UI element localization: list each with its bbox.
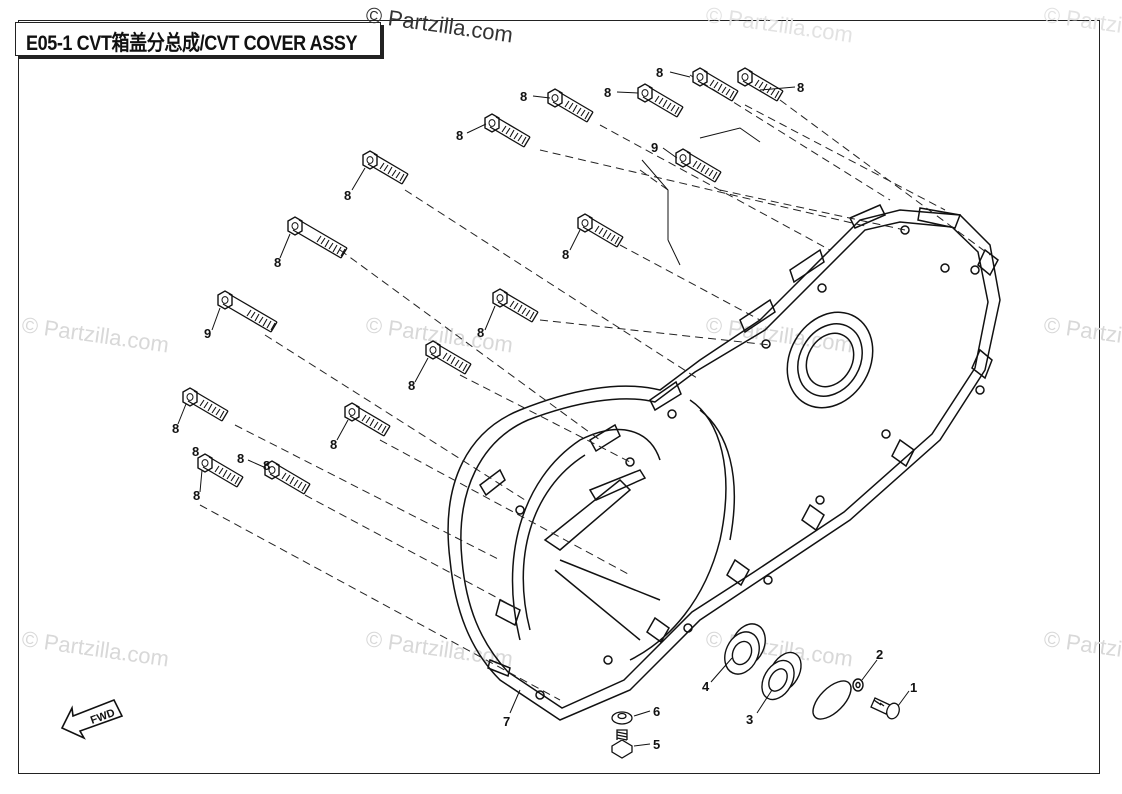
callout-label: 8 (520, 89, 527, 104)
callout-label: 8 (330, 437, 337, 452)
callout-label: 7 (503, 714, 510, 729)
callout-label: 8 (408, 378, 415, 393)
callout-label: 8 (604, 85, 611, 100)
callout-label: 6 (653, 704, 660, 719)
retaining-plate (812, 678, 864, 720)
fwd-arrow-icon: FWD (60, 698, 124, 740)
callout-label: 8 (456, 128, 463, 143)
assembly-leader-lines (199, 74, 991, 701)
callout-label: 5 (653, 737, 660, 752)
callout-label: 8 (172, 421, 179, 436)
drain-bolt (611, 729, 633, 759)
page-title: E05-1 CVT箱盖分总成/CVT COVER ASSY (26, 32, 358, 55)
callout-label: 9 (204, 326, 211, 341)
cvt-cover (447, 204, 1001, 721)
oil-seal (761, 651, 802, 701)
sealing-washer (611, 711, 633, 725)
diagram-frame (18, 20, 1100, 774)
callout-label: 8 (263, 458, 270, 473)
callout-label: 8 (237, 451, 244, 466)
callout-label: 8 (797, 80, 804, 95)
callout-label: 9 (651, 140, 658, 155)
callout-label: 4 (702, 679, 710, 694)
callout-label: 8 (477, 325, 484, 340)
callout-label: 8 (193, 488, 200, 503)
title-box: E05-1 CVT箱盖分总成/CVT COVER ASSY (15, 22, 381, 56)
flange-bolts (182, 67, 784, 495)
screw (870, 697, 900, 720)
callout-label: 8 (562, 247, 569, 262)
callout-leaders (177, 71, 910, 747)
callout-numbers: 8 8 8 8 8 9 8 8 8 8 9 8 8 8 8 8 8 8 1 2 … (172, 65, 917, 752)
callout-label: 8 (274, 255, 281, 270)
callout-label: 8 (344, 188, 351, 203)
bearing (724, 623, 766, 675)
callout-label: 1 (910, 680, 917, 695)
callout-label: 8 (656, 65, 663, 80)
callout-label: 8 (192, 444, 199, 459)
callout-label: 2 (876, 647, 883, 662)
callout-label: 3 (746, 712, 753, 727)
group-connector-lines (641, 127, 761, 266)
